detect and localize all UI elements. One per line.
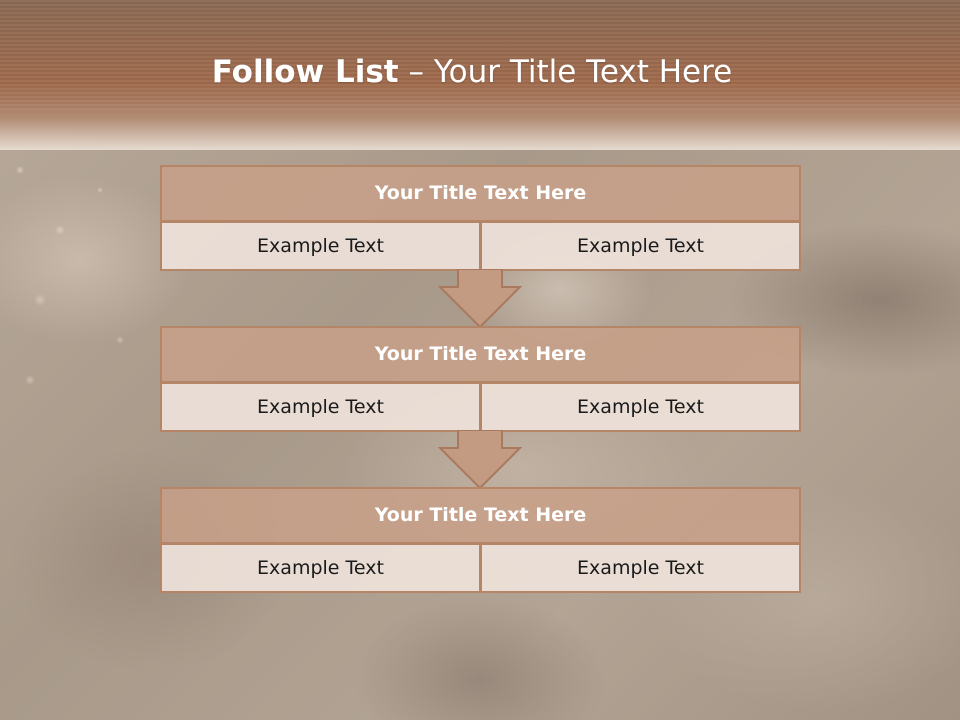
stage-left-cell: Example Text [160, 382, 481, 432]
stage-title: Your Title Text Here [160, 165, 801, 222]
down-arrow-icon [438, 430, 522, 490]
down-arrow-icon [438, 269, 522, 329]
title-bold: Follow List [211, 54, 399, 90]
background-bokeh [0, 140, 160, 420]
stage-3: Your Title Text Here Example Text Exampl… [160, 487, 801, 593]
title-rest: Your Title Text Here [433, 54, 733, 90]
header-band [0, 0, 960, 150]
stage-right-cell: Example Text [480, 382, 801, 432]
stage-right-cell: Example Text [480, 221, 801, 271]
header-stripes [0, 0, 960, 110]
stage-left-cell: Example Text [160, 221, 481, 271]
stage-title: Your Title Text Here [160, 326, 801, 383]
stage-left-cell: Example Text [160, 543, 481, 593]
stage-1: Your Title Text Here Example Text Exampl… [160, 165, 801, 271]
slide-title: Follow List – Your Title Text Here [0, 54, 944, 90]
title-separator: – [398, 54, 434, 90]
stage-2: Your Title Text Here Example Text Exampl… [160, 326, 801, 432]
stage-title: Your Title Text Here [160, 487, 801, 544]
stage-right-cell: Example Text [480, 543, 801, 593]
